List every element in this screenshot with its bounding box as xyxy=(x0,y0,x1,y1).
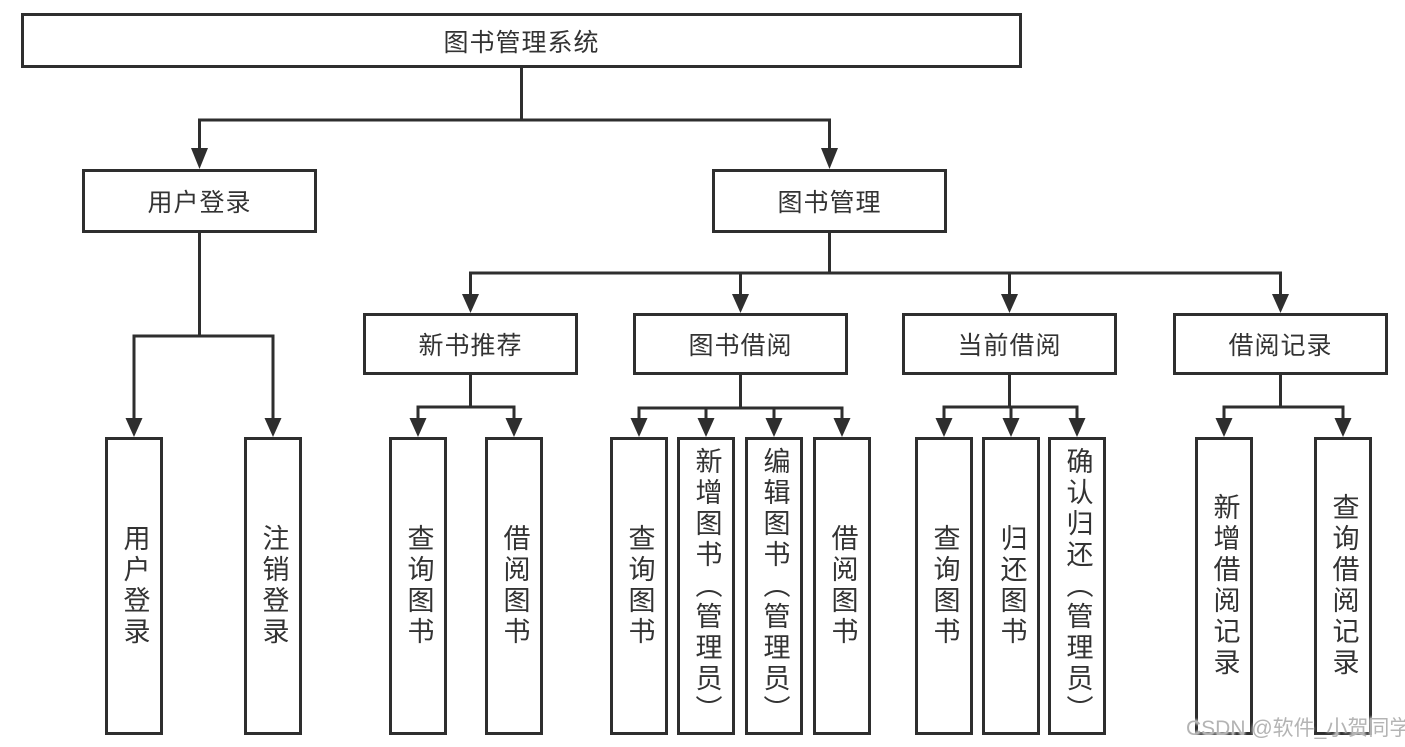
leaf-borrow-query: 查询图书 xyxy=(610,437,668,735)
node-borrow-records: 借阅记录 xyxy=(1173,313,1388,375)
csdn-watermark: CSDN @软件_小贺同学 xyxy=(1186,717,1405,740)
leaf-current-return: 归还图书 xyxy=(982,437,1040,735)
node-root-system: 图书管理系统 xyxy=(21,13,1022,68)
node-new-books: 新书推荐 xyxy=(363,313,578,375)
connectors-borrow-records xyxy=(1215,374,1352,437)
leaf-records-add: 新增借阅记录 xyxy=(1195,437,1253,735)
leaf-borrow-edit-admin: 编辑图书（管理员） xyxy=(745,437,803,735)
connectors-book-mgmt xyxy=(462,233,1289,313)
leaf-newbooks-borrow: 借阅图书 xyxy=(485,437,543,735)
node-user-login: 用户登录 xyxy=(82,169,317,233)
connectors-user-login xyxy=(125,233,282,437)
connectors-book-borrow xyxy=(630,374,851,437)
leaf-user-login: 用户登录 xyxy=(105,437,163,735)
node-book-borrow: 图书借阅 xyxy=(633,313,848,375)
leaf-newbooks-query: 查询图书 xyxy=(389,437,447,735)
connectors-current-borrow xyxy=(935,374,1086,437)
connectors-new-books xyxy=(409,374,523,437)
node-current-borrow: 当前借阅 xyxy=(902,313,1117,375)
leaf-records-query: 查询借阅记录 xyxy=(1314,437,1372,735)
leaf-current-query: 查询图书 xyxy=(915,437,973,735)
leaf-logout: 注销登录 xyxy=(244,437,302,735)
node-book-mgmt: 图书管理 xyxy=(712,169,947,233)
leaf-borrow-borrow: 借阅图书 xyxy=(813,437,871,735)
connectors-root xyxy=(191,66,838,169)
leaf-borrow-add-admin: 新增图书（管理员） xyxy=(677,437,735,735)
leaf-current-confirm-admin: 确认归还（管理员） xyxy=(1048,437,1106,735)
